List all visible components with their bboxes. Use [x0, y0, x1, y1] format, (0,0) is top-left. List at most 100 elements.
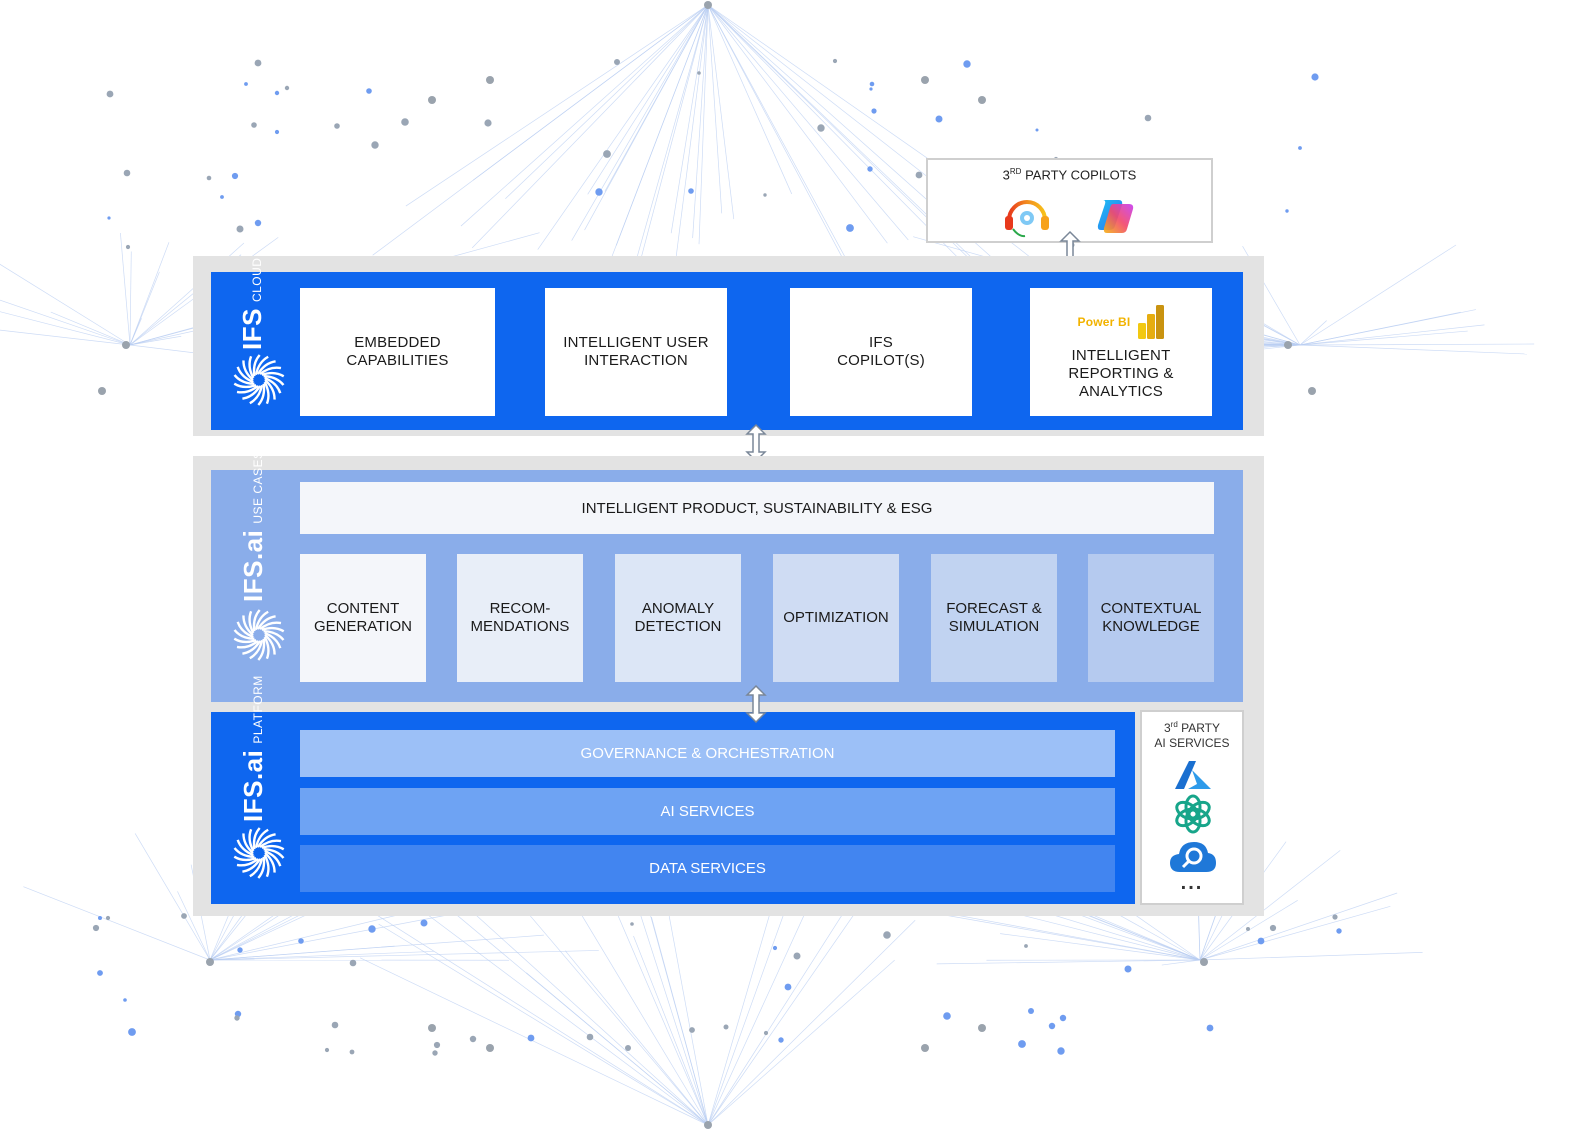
network-line: [1199, 892, 1398, 961]
card-embedded-capabilities: EMBEDDED CAPABILITIES: [300, 288, 495, 416]
swirl-stroke: [248, 610, 255, 634]
network-dot: [595, 188, 603, 196]
network-hub-dot: [98, 387, 106, 395]
network-line: [471, 4, 709, 249]
network-dot: [401, 118, 409, 126]
swirl-stroke: [252, 827, 261, 850]
microsoft-copilot-icon: [1097, 200, 1134, 233]
swirl-stroke: [264, 376, 282, 394]
network-dot: [772, 945, 778, 951]
layer-data-services: DATA SERVICES: [300, 845, 1115, 892]
network-line: [359, 957, 709, 1126]
network-dot: [1035, 128, 1039, 132]
network-hub-dot: [428, 1024, 436, 1032]
network-dot: [1028, 1008, 1034, 1014]
network-hub-dot: [921, 76, 929, 84]
network-dot: [284, 85, 290, 91]
network-dot: [349, 959, 357, 967]
swirl-stroke: [264, 379, 276, 400]
network-line: [707, 959, 895, 1126]
swirl-stroke: [263, 629, 285, 641]
network-line: [1069, 907, 1201, 961]
swirl-stroke: [249, 639, 264, 660]
use-cases-sub: USE CASES: [251, 450, 265, 524]
network-hub-dot: [486, 76, 494, 84]
network-dot: [254, 219, 262, 227]
network-dot: [254, 59, 262, 67]
network-hub-dot: [704, 1, 712, 9]
swirl-stroke: [264, 634, 276, 655]
network-hub-dot: [206, 958, 214, 966]
platform-brand: IFS.ai: [238, 749, 268, 822]
network-dot: [784, 983, 792, 991]
swirl-stroke: [233, 629, 255, 641]
platform-sub: PLATFORM: [251, 675, 265, 744]
network-dot: [867, 166, 873, 172]
ifs-platform-swirl-logo-icon: [233, 827, 285, 879]
ifs-cloud-sub: CLOUD: [250, 257, 264, 303]
network-line: [1161, 959, 1201, 966]
network-dot: [420, 919, 428, 927]
network-dot: [1257, 937, 1265, 945]
network-line: [177, 891, 211, 961]
network-line: [667, 910, 709, 1126]
swirl-stroke: [264, 631, 282, 649]
swirl-stroke: [259, 621, 282, 631]
swirl-stroke: [261, 844, 285, 851]
network-dot: [871, 108, 877, 114]
network-dot: [181, 913, 187, 919]
network-line: [209, 950, 599, 961]
network-line: [707, 4, 869, 300]
network-dot: [527, 1034, 535, 1042]
swirl-stroke: [254, 610, 269, 631]
network-hub-dot: [978, 1024, 986, 1032]
network-dot: [324, 1047, 330, 1053]
network-line: [639, 911, 709, 1126]
openai-icon: [1175, 794, 1211, 834]
network-dot: [846, 224, 854, 232]
network-dot: [97, 970, 103, 976]
network-hub-dot: [486, 1044, 494, 1052]
network-dot: [915, 171, 923, 179]
swirl-stroke: [236, 366, 254, 384]
network-line: [564, 950, 709, 1126]
network-dot: [432, 1050, 438, 1056]
network-dot: [128, 1028, 136, 1036]
swirl-stroke: [257, 638, 266, 661]
network-dot: [206, 175, 212, 181]
swirl-stroke: [263, 847, 285, 859]
swirl-stroke: [236, 384, 259, 394]
use-cases-label: IFS.ai USE CASES: [238, 450, 269, 602]
network-dot: [274, 90, 280, 96]
swirl-stroke: [252, 354, 261, 377]
network-dot: [349, 1049, 355, 1055]
network-line: [698, 4, 709, 245]
network-dot: [943, 1012, 951, 1020]
network-dot: [123, 169, 131, 177]
network-dot: [1332, 914, 1338, 920]
network-line: [134, 833, 211, 961]
swirl-stroke: [256, 615, 276, 630]
network-line: [1199, 952, 1423, 961]
network-line: [0, 263, 131, 346]
network-dot: [1311, 73, 1319, 81]
network-dot: [231, 172, 239, 180]
network-dot: [603, 150, 611, 158]
usecases-platform-arrow: [745, 684, 767, 724]
swirl-stroke: [264, 849, 282, 867]
network-line: [120, 232, 131, 346]
banner-intelligent-product: INTELLIGENT PRODUCT, SUSTAINABILITY & ES…: [300, 482, 1214, 534]
swirl-stroke: [242, 833, 254, 854]
network-line: [633, 935, 709, 1126]
network-dot: [817, 124, 825, 132]
network-line: [472, 4, 709, 181]
network-dot: [469, 1035, 477, 1043]
cloud-search-icon: [1170, 842, 1216, 872]
card-forecast-simulation: FORECAST & SIMULATION: [931, 554, 1057, 682]
network-dot: [331, 1021, 339, 1029]
network-line: [129, 335, 182, 346]
network-dot: [625, 1045, 631, 1051]
swirl-stroke: [233, 382, 257, 389]
network-line: [568, 893, 709, 1126]
network-dot: [963, 60, 971, 68]
